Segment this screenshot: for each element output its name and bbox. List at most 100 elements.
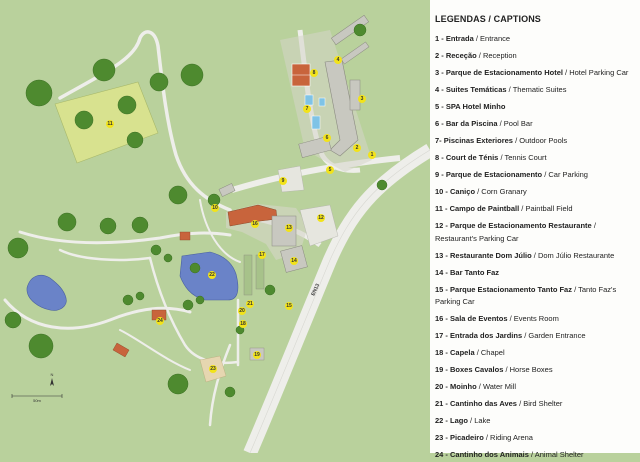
- marker-1[interactable]: [368, 151, 376, 159]
- marker-17[interactable]: [258, 251, 266, 259]
- marker-3[interactable]: [358, 95, 366, 103]
- legend-item-name: Suites Temáticas: [445, 85, 507, 94]
- svg-text:13: 13: [286, 225, 292, 231]
- trees: [4, 23, 388, 398]
- marker-16[interactable]: [251, 220, 259, 228]
- marker-21[interactable]: [246, 300, 254, 308]
- marker-9[interactable]: [279, 177, 287, 185]
- legend-panel: LEGENDAS / CAPTIONS 1 - Entrada / Entran…: [430, 0, 640, 459]
- legend-item-number: 5 -: [435, 102, 446, 111]
- svg-text:21: 21: [247, 301, 253, 307]
- road-label: EN13: [310, 283, 321, 297]
- scale-bar: 50m: [11, 394, 63, 403]
- legend-item-number: 12 -: [435, 221, 451, 230]
- legend-item-translation: / Pool Bar: [497, 119, 533, 128]
- svg-text:14: 14: [291, 258, 297, 264]
- legend-item-translation: / Bird Shelter: [516, 399, 563, 408]
- legend-item: 8 - Court de Ténis / Tennis Court: [435, 152, 636, 165]
- restaurant-parking: [299, 204, 339, 247]
- legend-item-name: Sala de Eventos: [450, 314, 508, 323]
- marker-20[interactable]: [238, 307, 246, 315]
- svg-text:20: 20: [239, 308, 245, 314]
- svg-text:10: 10: [212, 205, 218, 211]
- legend-item-number: 23 -: [435, 433, 451, 442]
- marker-8[interactable]: [310, 69, 318, 77]
- marker-13[interactable]: [285, 224, 293, 232]
- legend-item: 2 - Receção / Reception: [435, 50, 636, 63]
- legend-item-number: 9 -: [435, 170, 446, 179]
- svg-text:8: 8: [313, 70, 316, 76]
- legend-item: 15 - Parque Estacionamento Tanto Faz / T…: [435, 284, 636, 309]
- marker-23[interactable]: [209, 365, 217, 373]
- marker-12[interactable]: [317, 214, 325, 222]
- legend-item: 23 - Picadeiro / Riding Arena: [435, 432, 636, 445]
- marker-11[interactable]: [106, 120, 114, 128]
- svg-text:15: 15: [286, 303, 292, 309]
- legend-item-number: 16 -: [435, 314, 451, 323]
- legend-item: 10 - Caniço / Corn Granary: [435, 186, 636, 199]
- legend-item-name: SPA Hotel Minho: [445, 102, 506, 111]
- legend-item-name: Picadeiro: [450, 433, 484, 442]
- legend-item-translation: / Dom Júlio Restaurante: [531, 250, 615, 260]
- legend-item-name: Court de Ténis: [445, 153, 499, 162]
- legend-item-number: 15 -: [435, 284, 451, 294]
- legend-item-translation: / Water Mill: [476, 382, 516, 391]
- legend-item-name: Parque de Estacionamento: [445, 170, 543, 179]
- legend-item-translation: / Tennis Court: [498, 153, 547, 162]
- legend-item-translation: / Animal Shelter: [528, 450, 584, 459]
- marker-14[interactable]: [290, 257, 298, 265]
- svg-text:9: 9: [282, 178, 285, 184]
- svg-text:22: 22: [209, 272, 215, 278]
- legend-title: LEGENDAS / CAPTIONS: [435, 14, 541, 24]
- svg-text:4: 4: [337, 57, 340, 63]
- marker-6[interactable]: [323, 134, 331, 142]
- svg-text:N: N: [51, 372, 54, 377]
- svg-text:23: 23: [210, 366, 216, 372]
- legend-item-translation: / Paintball Field: [519, 204, 573, 213]
- legend-item-number: 13 -: [435, 250, 451, 260]
- legend-item-name: Caniço: [450, 187, 476, 196]
- marker-18[interactable]: [239, 320, 247, 328]
- marker-5[interactable]: [326, 166, 334, 174]
- marker-22[interactable]: [208, 271, 216, 279]
- legend-item: 5 - SPA Hotel Minho: [435, 101, 636, 114]
- legend-item: 12 - Parque de Estacionamento Restaurant…: [435, 220, 636, 245]
- restaurant-building: [271, 215, 297, 247]
- marker-15[interactable]: [285, 302, 293, 310]
- legend-item-name: Bar Tanto Faz: [450, 267, 500, 277]
- svg-text:3: 3: [361, 96, 364, 102]
- legend-item: 20 - Moinho / Water Mill: [435, 381, 636, 394]
- legend-item: 4 - Suites Temáticas / Thematic Suites: [435, 84, 636, 97]
- west-lake: [26, 275, 67, 311]
- marker-2[interactable]: [353, 144, 361, 152]
- legend-item-name: Piscinas Exteriores: [443, 136, 513, 145]
- marker-19[interactable]: [253, 351, 261, 359]
- legend-item-translation: / Entrance: [473, 34, 511, 43]
- legend-item-name: Capela: [450, 348, 475, 357]
- legend-item-number: 7-: [435, 136, 444, 145]
- legend-item-number: 18 -: [435, 348, 451, 357]
- svg-text:50m: 50m: [33, 398, 41, 403]
- legend-item: 14 - Bar Tanto Faz: [435, 267, 636, 280]
- legend-item-number: 20 -: [435, 382, 451, 391]
- legend-item-number: 10 -: [435, 187, 451, 196]
- marker-24[interactable]: [156, 317, 164, 325]
- legend-item: 24 - Cantinho dos Animais / Animal Shelt…: [435, 449, 636, 462]
- legend-item-translation: / Hotel Parking Car: [562, 68, 629, 77]
- legend-item-number: 6 -: [435, 119, 446, 128]
- legend-item-name: Lago: [450, 416, 468, 425]
- marker-7[interactable]: [303, 105, 311, 113]
- marker-4[interactable]: [334, 56, 342, 64]
- legend-item: 19 - Boxes Cavalos / Horse Boxes: [435, 364, 636, 377]
- svg-text:5: 5: [329, 167, 332, 173]
- legend-item: 21 - Cantinho das Aves / Bird Shelter: [435, 398, 636, 411]
- legend-item-number: 4 -: [435, 85, 446, 94]
- outdoor-pool: [311, 115, 321, 130]
- legend-item-number: 3 -: [435, 68, 446, 77]
- thematic-suites-building: [330, 14, 370, 46]
- marker-10[interactable]: [211, 204, 219, 212]
- legend-item: 1 - Entrada / Entrance: [435, 33, 636, 46]
- legend-item-translation: / Tanto Faz's Parking Car: [435, 284, 617, 307]
- legend-item-number: 1 -: [435, 34, 446, 43]
